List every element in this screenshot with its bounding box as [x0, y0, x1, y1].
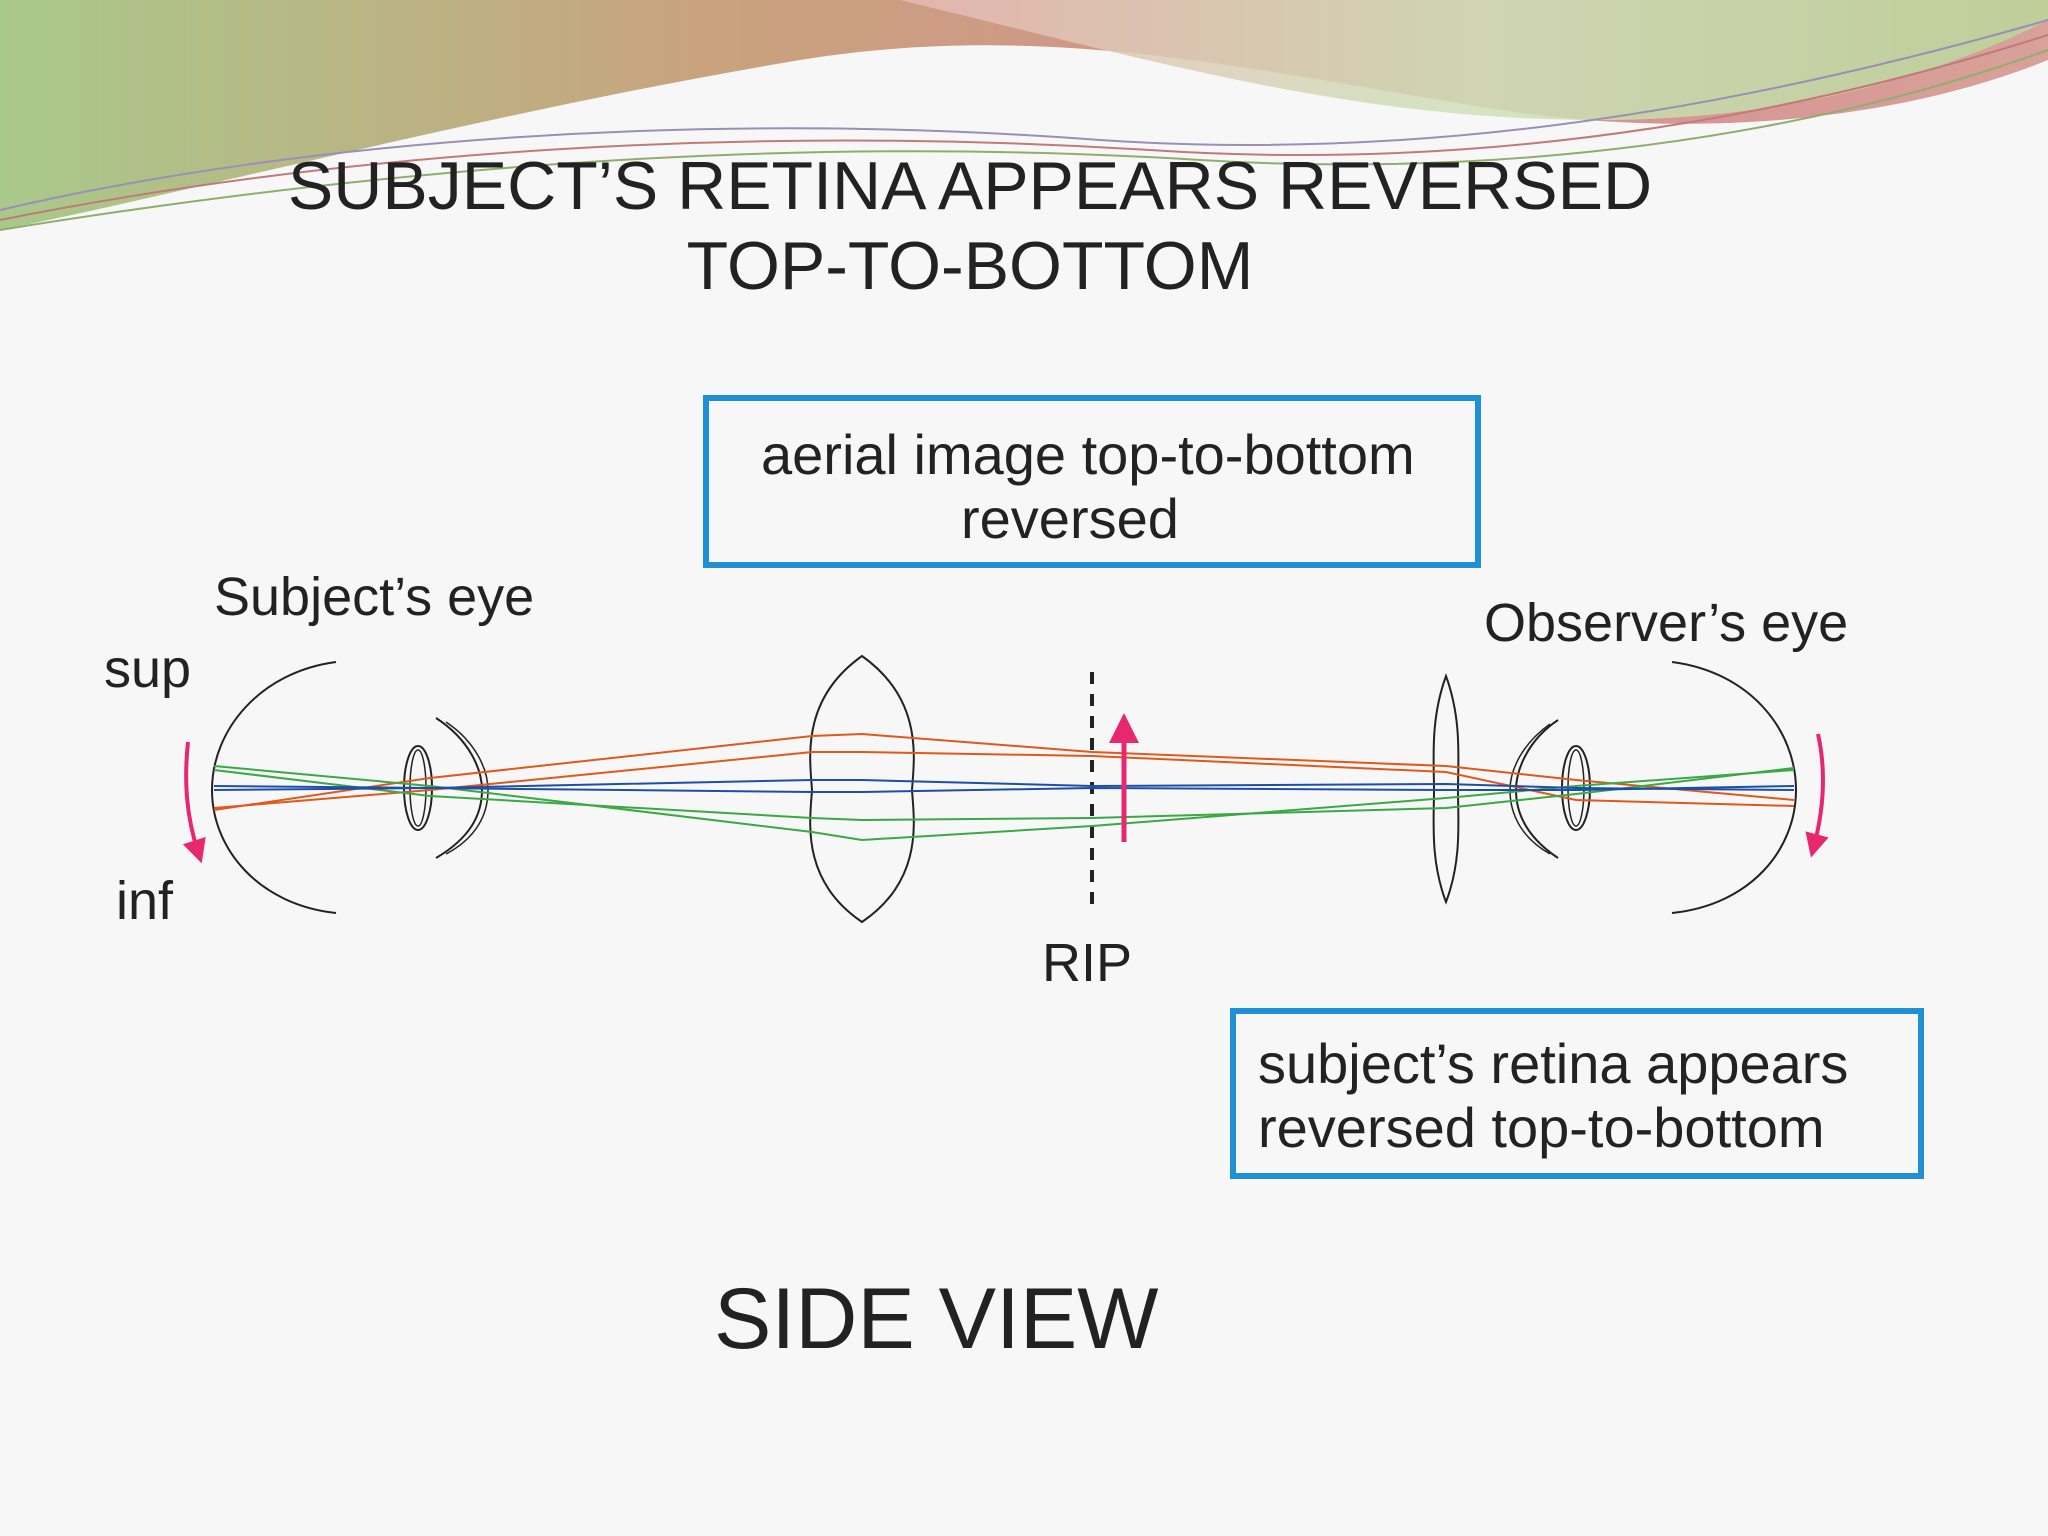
- inf-label: inf: [116, 871, 174, 931]
- blue-rays: [213, 779, 1795, 793]
- subject-retina-arrow: [182, 741, 206, 864]
- subject-eye-globe: [210, 661, 337, 914]
- retina-callout-line1: subject’s retina appears: [1258, 1032, 1849, 1095]
- retina-callout-line2: reversed top-to-bottom: [1258, 1096, 1825, 1159]
- slide-title-line2: TOP-TO-BOTTOM: [686, 228, 1254, 304]
- aerial-image-callout: aerial image top-to-bottom reversed: [703, 395, 1481, 568]
- aerial-callout-line1: aerial image top-to-bottom: [761, 423, 1415, 486]
- rip-label: RIP: [1042, 933, 1133, 993]
- orange-rays: [213, 732, 1795, 811]
- observer-retina-arrow: [1805, 733, 1829, 858]
- side-view-label: SIDE VIEW: [714, 1271, 1159, 1367]
- subject-eye-label: Subject’s eye: [214, 567, 535, 627]
- observer-eye-label: Observer’s eye: [1484, 593, 1849, 653]
- subject-eye-cornea: [435, 717, 484, 859]
- sup-label: sup: [104, 639, 192, 699]
- observer-side-lens: [1432, 673, 1460, 905]
- aerial-callout-line2: reversed: [961, 487, 1179, 550]
- slide-title-line1: SUBJECT’S RETINA APPEARS REVERSED: [287, 148, 1653, 224]
- observer-eye-globe: [1671, 661, 1798, 914]
- condensing-lens: [809, 654, 915, 924]
- retina-callout: subject’s retina appears reversed top-to…: [1230, 1008, 1924, 1179]
